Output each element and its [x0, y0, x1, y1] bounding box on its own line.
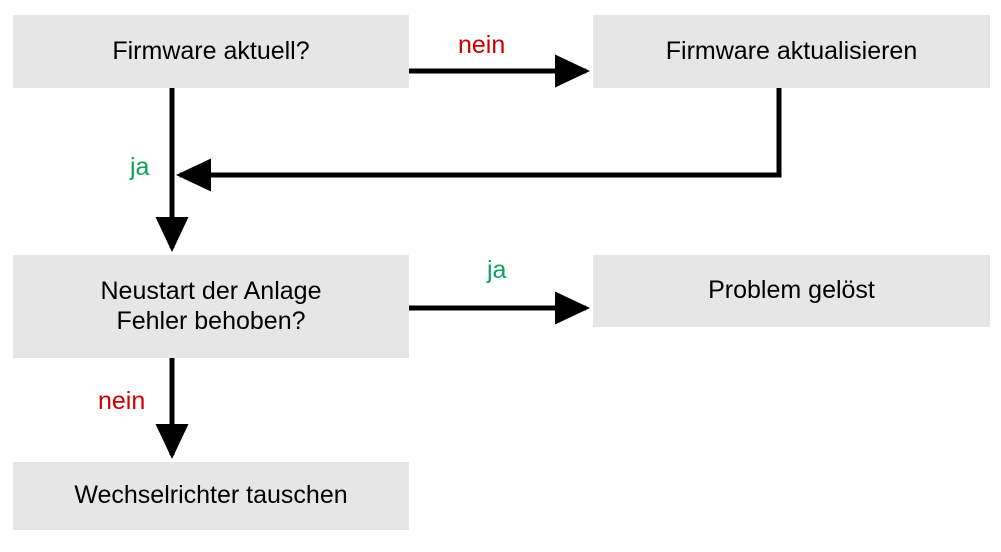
edge-label-firmware-nein: nein [458, 31, 506, 59]
node-firmware-aktuell[interactable]: Firmware aktuell? [13, 15, 409, 88]
edge-label-neustart-nein: nein [98, 387, 146, 415]
edge-path-group [155, 54, 782, 460]
edge-edge-firmware-loop [175, 88, 782, 192]
edge-label-firmware-ja: ja [130, 153, 150, 181]
node-neustart-anlage[interactable]: Neustart der Anlage Fehler behoben? [13, 255, 409, 358]
node-problem-geloest[interactable]: Problem gelöst [593, 255, 990, 327]
node-firmware-aktualisieren[interactable]: Firmware aktualisieren [593, 15, 990, 88]
node-wechselrichter-tauschen[interactable]: Wechselrichter tauschen [13, 462, 409, 530]
edge-label-neustart-ja: ja [487, 256, 507, 284]
